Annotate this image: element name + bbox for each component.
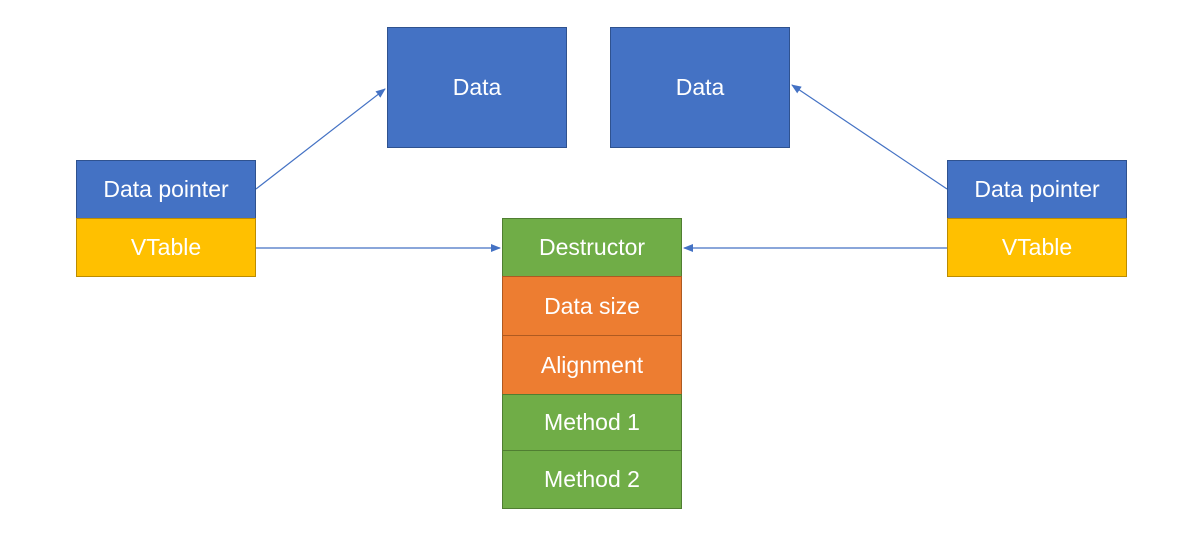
left-vtable-pointer: VTable — [76, 218, 256, 277]
left-vtable-label: VTable — [130, 234, 202, 260]
vtable-destructor-label: Destructor — [538, 234, 646, 260]
data-box-left: Data — [387, 27, 567, 148]
right-vtable-label: VTable — [1001, 234, 1073, 260]
vtable-method-2-label: Method 2 — [544, 466, 640, 492]
vtable-destructor: Destructor — [502, 218, 682, 277]
data-box-right: Data — [610, 27, 790, 148]
vtable-data-size-label: Data size — [544, 292, 640, 319]
right-vtable-pointer: VTable — [947, 218, 1127, 277]
arrow-left-pointer-to-data — [255, 88, 386, 190]
vtable-alignment-label: Alignment — [540, 351, 644, 378]
arrow-right-pointer-to-data — [791, 84, 948, 190]
data-box-right-label: Data — [675, 74, 725, 100]
right-data-pointer-label: Data pointer — [974, 176, 1100, 202]
data-box-left-label: Data — [452, 74, 502, 100]
vtable-alignment: Alignment — [502, 335, 682, 395]
left-data-pointer: Data pointer — [76, 160, 256, 219]
vtable-method-2: Method 2 — [502, 450, 682, 509]
right-data-pointer: Data pointer — [947, 160, 1127, 219]
left-data-pointer-label: Data pointer — [103, 176, 229, 202]
vtable-data-size: Data size — [502, 276, 682, 336]
vtable-method-1-label: Method 1 — [544, 409, 640, 435]
vtable-method-1: Method 1 — [502, 394, 682, 451]
